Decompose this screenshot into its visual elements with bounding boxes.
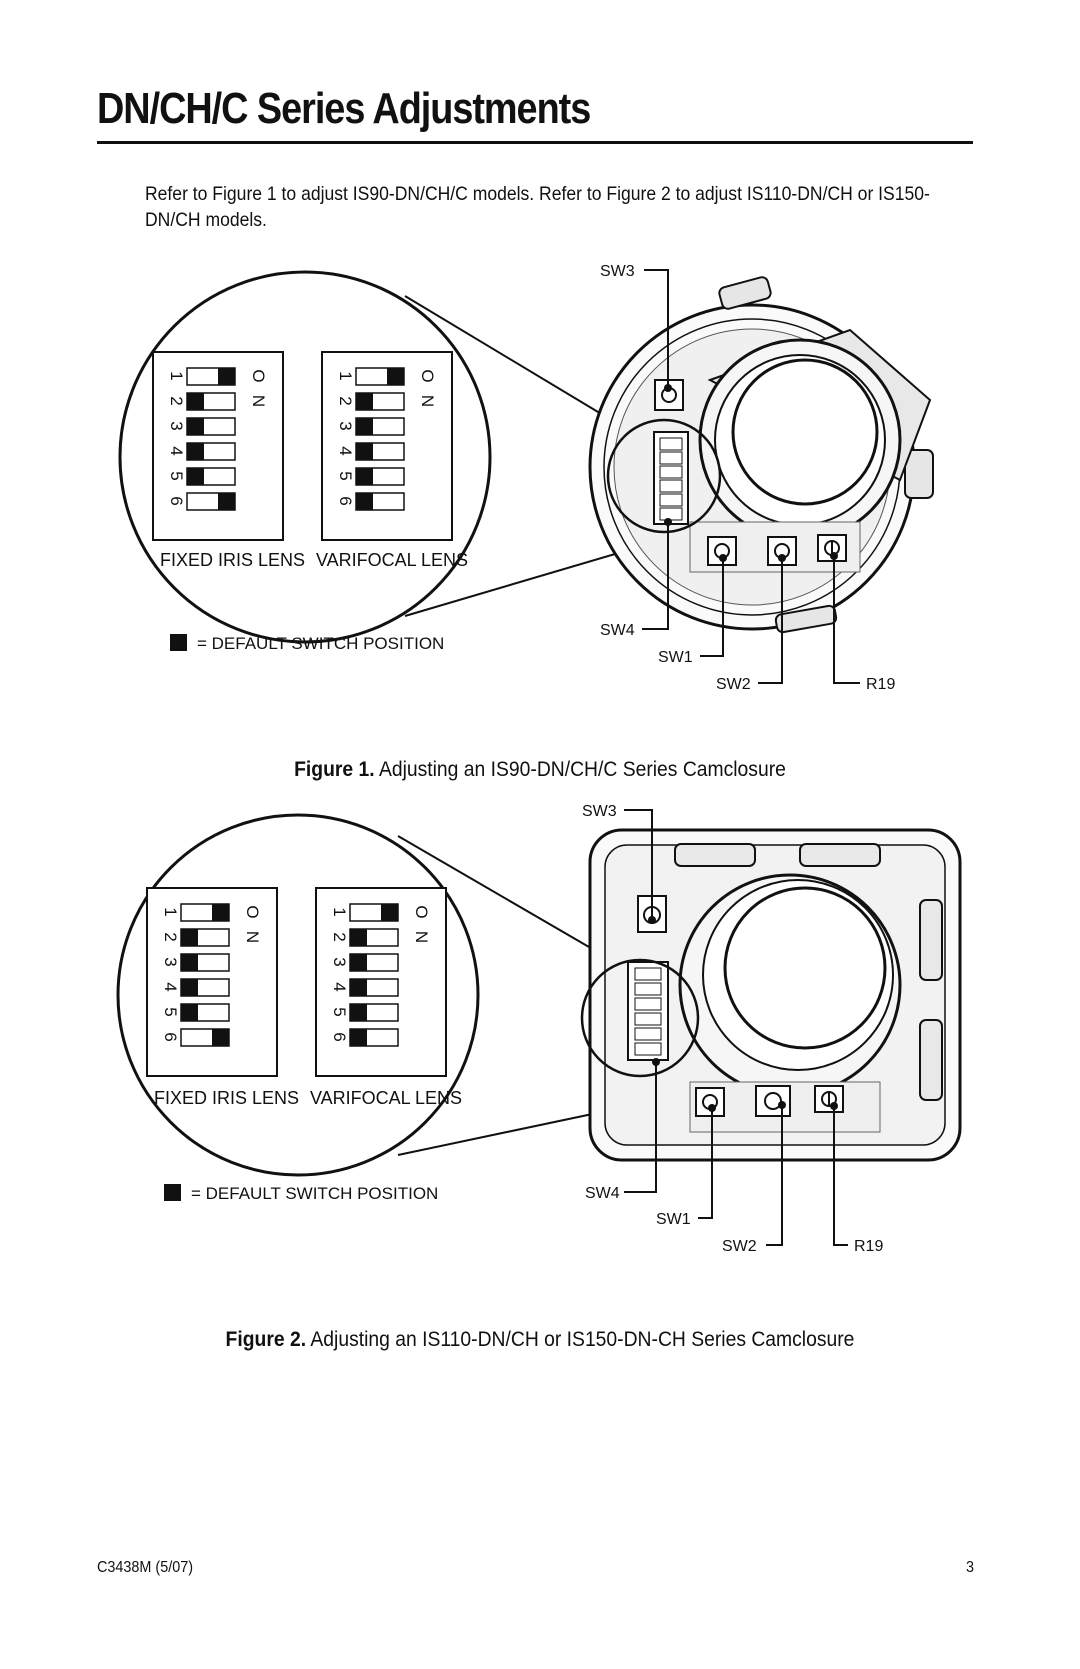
dip-on-label: O [412,905,431,918]
dip-switch-number: 1 [161,907,180,916]
r19-callout: R19 [854,1238,883,1255]
varifocal-dip-panel: 1 2 3 4 5 6 O N [315,887,447,1077]
dip-switch-number: 1 [167,371,186,380]
sw2-callout: SW2 [722,1238,757,1255]
dip-switch-knob [187,418,204,435]
figure-1-caption: Figure 1. Adjusting an IS90-DN/CH/C Seri… [294,758,786,781]
dip-switch-knob [181,954,198,971]
dip-switch-number: 6 [167,496,186,505]
dip-switch-knob [187,468,204,485]
camera-housing-round [588,276,934,634]
intro-paragraph: Refer to Figure 1 to adjust IS90-DN/CH/C… [145,183,930,231]
fixed-iris-dip-panel: 1 2 3 4 5 6 O N [152,351,284,541]
varifocal-lens-label: VARIFOCAL LENS [310,1088,462,1108]
sw3-button [654,379,684,411]
dip-switch-number: 6 [161,1032,180,1041]
dip-switch-knob [381,904,398,921]
dip-switch-number: 2 [330,932,349,941]
figure-2-caption: Figure 2. Adjusting an IS110-DN/CH or IS… [225,1328,855,1351]
dip-switch-number: 3 [167,421,186,430]
varifocal-dip-panel: 1 2 3 4 5 6 O N [321,351,453,541]
sw1-callout: SW1 [656,1211,691,1228]
dip-on-label: N [412,931,431,943]
dip-switch-knob [387,368,404,385]
dip-switch-knob [212,904,229,921]
dip-switch-knob [356,443,373,460]
sw2-button [767,536,797,566]
dip-switch-number: 5 [161,1007,180,1016]
dip-switch-knob [356,493,373,510]
sw2-callout: SW2 [716,676,751,693]
dip-switch-knob [187,393,204,410]
sw2-button [755,1085,791,1117]
page-title: DN/CH/C Series Adjustments [97,84,591,133]
footer-doc-id: C3438M (5/07) [97,1559,194,1576]
sw4-dip-block [653,431,689,525]
dip-on-label: N [249,395,268,407]
dip-switch-knob [350,979,367,996]
dip-switch-knob [181,979,198,996]
dip-switch-knob [187,443,204,460]
dip-switch-number: 2 [336,396,355,405]
dip-switch-knob [356,418,373,435]
figure-1-diagram: SW3 SW4 SW1 SW2 R19 1 2 3 4 5 6 O N 1 2 3 4 5 6 O N FI… [118,263,934,693]
dip-switch-number: 5 [167,471,186,480]
dip-on-label: O [249,369,268,382]
dip-switch-number: 2 [167,396,186,405]
dip-switch-number: 3 [330,957,349,966]
dip-switch-number: 1 [330,907,349,916]
dip-switch-number: 5 [330,1007,349,1016]
dip-switch-knob [181,929,198,946]
dip-switch-knob [212,1029,229,1046]
figure-2-diagram: SW3 SW4 SW1 SW2 R19 1 2 3 4 5 6 O N 1 2 3 4 5 6 O N FI… [116,803,962,1255]
sw4-callout: SW4 [600,622,635,639]
zoom-source-circle [606,418,722,534]
dip-switch-knob [356,393,373,410]
dip-switch-number: 2 [161,932,180,941]
dip-switch-knob [350,929,367,946]
sw4-dip-block [627,961,669,1061]
dip-switch-number: 6 [336,496,355,505]
sw1-callout: SW1 [658,649,693,666]
zoom-source-circle [580,958,700,1078]
dip-switch-knob [181,1004,198,1021]
dip-switch-number: 4 [167,446,186,455]
dip-switch-number: 5 [336,471,355,480]
fixed-iris-lens-label: FIXED IRIS LENS [154,1088,299,1108]
dip-switch-number: 1 [336,371,355,380]
legend-swatch [170,634,187,651]
dip-switch-knob [350,1029,367,1046]
legend-swatch [164,1184,181,1201]
dip-switch-number: 4 [161,982,180,991]
fixed-iris-lens-label: FIXED IRIS LENS [160,550,305,570]
dip-switch-number: 4 [336,446,355,455]
title-rule [97,141,973,144]
dip-on-label: N [418,395,437,407]
legend-text: = DEFAULT SWITCH POSITION [191,1184,438,1203]
varifocal-lens-label: VARIFOCAL LENS [316,550,468,570]
r19-potentiometer [814,1085,844,1113]
dip-on-label: O [243,905,262,918]
dip-switch-number: 6 [330,1032,349,1041]
legend-text: = DEFAULT SWITCH POSITION [197,634,444,653]
footer-page-number: 3 [966,1559,975,1576]
fixed-iris-dip-panel: 1 2 3 4 5 6 O N [146,887,278,1077]
sw1-button [695,1087,725,1117]
dip-switch-number: 4 [330,982,349,991]
dip-on-label: N [243,931,262,943]
dip-switch-knob [350,954,367,971]
dip-switch-number: 3 [161,957,180,966]
dip-switch-knob [218,493,235,510]
dip-switch-knob [218,368,235,385]
dip-on-label: O [418,369,437,382]
figure-2: SW3 SW4 SW1 SW2 R19 1 2 3 4 5 6 O N 1 2 3 4 5 6 O N FI… [0,800,1080,1351]
dip-switch-knob [356,468,373,485]
sw4-callout: SW4 [585,1185,620,1202]
figure-1: SW3 SW4 SW1 SW2 R19 1 2 3 4 5 6 O N 1 2 3 4 5 6 O N FI… [0,260,1080,781]
dip-switch-knob [350,1004,367,1021]
dip-switch-number: 3 [336,421,355,430]
sw3-callout: SW3 [582,803,617,820]
r19-callout: R19 [866,676,895,693]
sw3-callout: SW3 [600,263,635,280]
